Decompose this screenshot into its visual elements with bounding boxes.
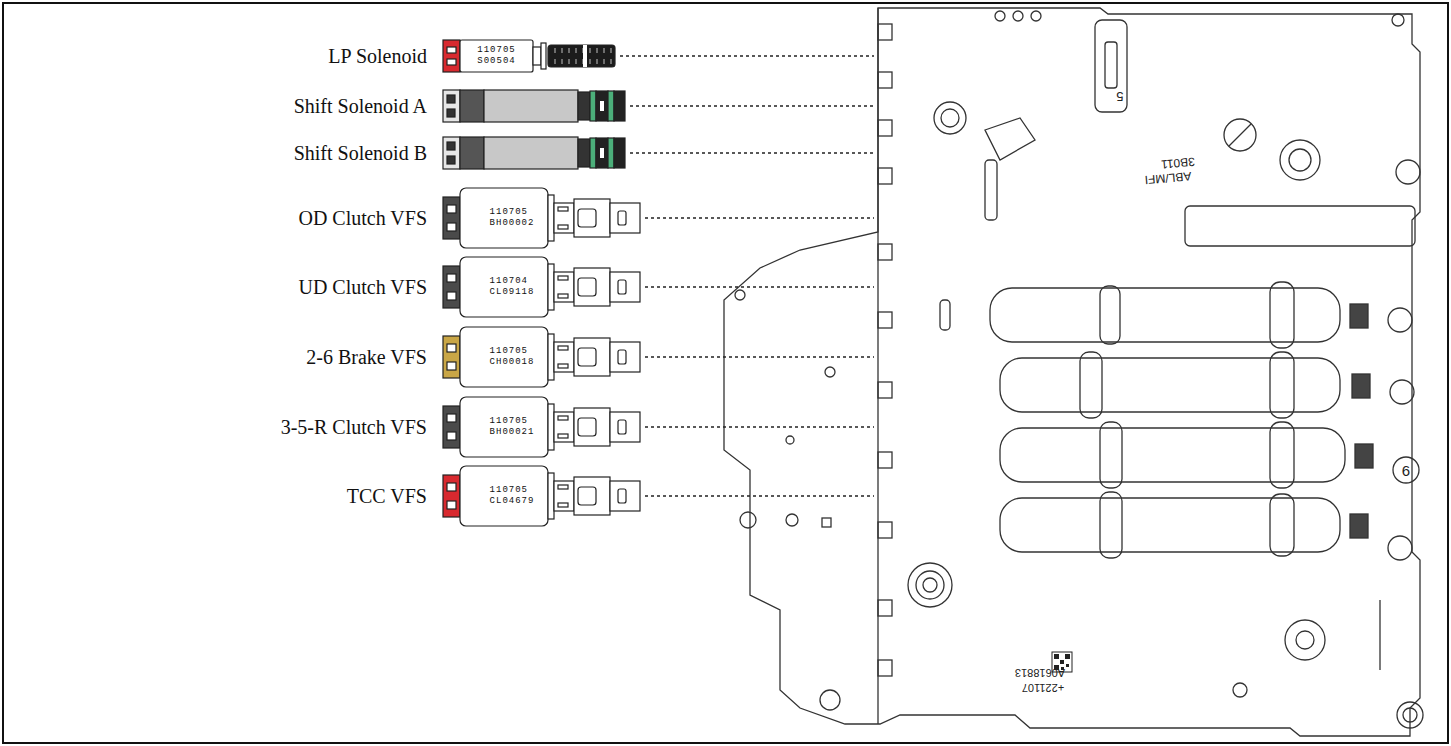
leader-line xyxy=(645,217,874,218)
casting-mark: 3B011 xyxy=(1161,155,1196,172)
solenoid: Shift Solenoid A xyxy=(0,89,700,123)
casting-mark: 5 xyxy=(1116,89,1123,104)
leader-line xyxy=(620,55,874,56)
part-number: 110704 CL09118 xyxy=(490,276,535,299)
solenoid: UD Clutch VFS 110704 CL09118 xyxy=(0,256,700,318)
solenoid-label: Shift Solenoid B xyxy=(294,142,427,165)
valve-body xyxy=(724,8,1423,736)
leader-line xyxy=(630,105,874,106)
solenoid-label: 3-5-R Clutch VFS xyxy=(281,416,427,439)
solenoid: TCC VFS 110705 CL04679 xyxy=(0,465,700,527)
solenoid-label: OD Clutch VFS xyxy=(298,207,427,230)
casting-mark: A0618813 xyxy=(1015,667,1065,679)
casting-mark: ABL/MFI xyxy=(1144,169,1192,187)
part-number: 110705 BH00021 xyxy=(490,416,535,439)
solenoid-label: TCC VFS xyxy=(347,485,427,508)
part-number: 110705 CH00018 xyxy=(490,346,535,369)
casting-mark: +221107 xyxy=(1022,682,1064,694)
solenoid: 2-6 Brake VFS 110705 CH00018 xyxy=(0,326,700,388)
leader-line xyxy=(645,495,874,496)
leader-line xyxy=(645,356,874,357)
frame xyxy=(3,3,1448,743)
solenoid-label: Shift Solenoid A xyxy=(294,95,427,118)
leader-line xyxy=(645,286,874,287)
leader-line xyxy=(630,152,874,153)
part-number: 110705 S00504 xyxy=(477,45,515,68)
solenoid-label: LP Solenoid xyxy=(328,45,427,68)
solenoid: Shift Solenoid B xyxy=(0,136,700,170)
solenoid-label: UD Clutch VFS xyxy=(298,276,427,299)
part-number: 110705 BH00002 xyxy=(490,207,535,230)
solenoid-label: 2-6 Brake VFS xyxy=(306,346,427,369)
leader-line xyxy=(645,426,874,427)
solenoid: 3-5-R Clutch VFS 110705 BH00021 xyxy=(0,396,700,458)
casting-mark: 6 xyxy=(1402,462,1410,479)
solenoid: OD Clutch VFS 110705 BH00002 xyxy=(0,187,700,249)
solenoid: LP Solenoid 110705 S00504 xyxy=(0,39,700,73)
part-number: 110705 CL04679 xyxy=(490,485,535,508)
